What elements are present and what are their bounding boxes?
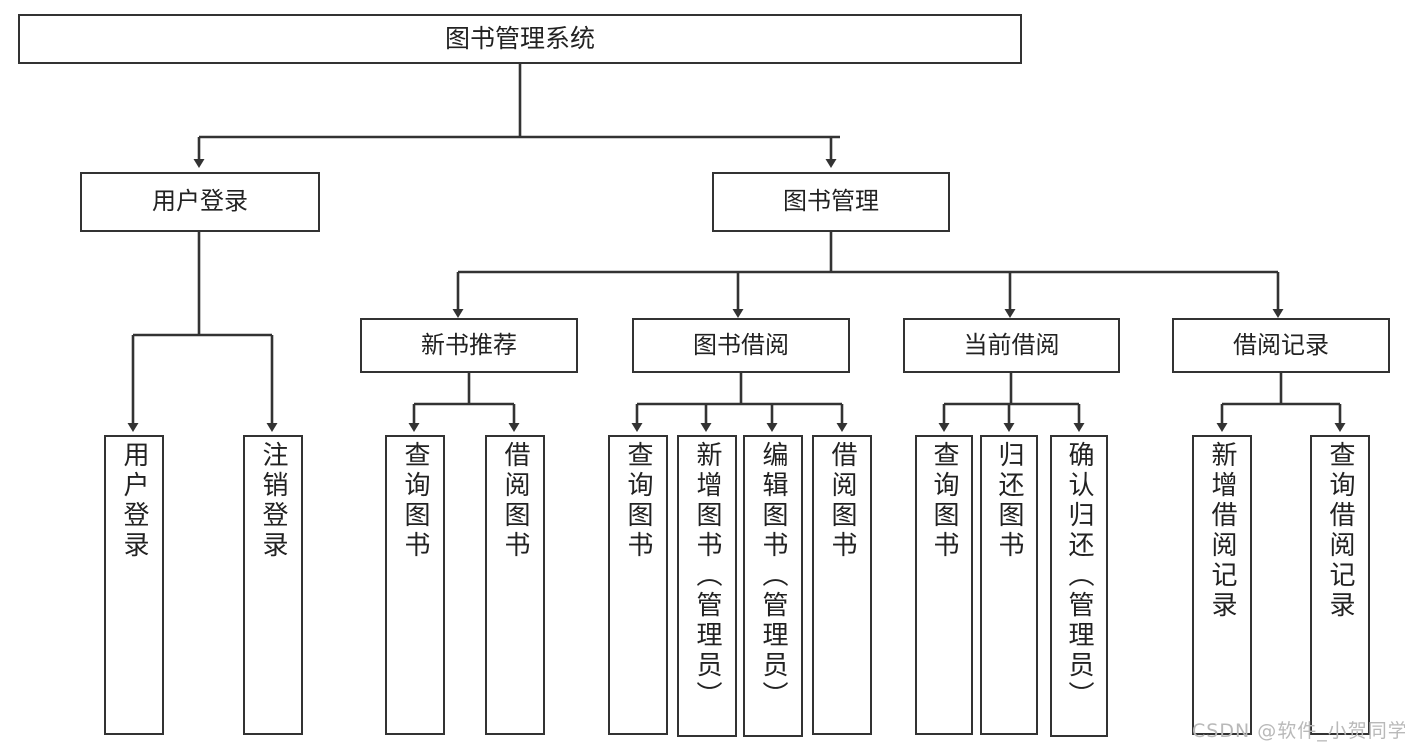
leaf-record-query-record[interactable]: 查询借阅记录 — [1310, 435, 1370, 735]
node-label: 查询图书 — [929, 441, 959, 561]
leaf-user-login[interactable]: 用户登录 — [104, 435, 164, 735]
node-label: 图书管理系统 — [444, 23, 595, 53]
node-label: 查询图书 — [623, 441, 653, 561]
node-label: 借阅记录 — [1233, 330, 1329, 359]
node-book-management[interactable]: 图书管理 — [712, 172, 950, 232]
leaf-current-confirm-return-admin[interactable]: 确认归还（管理员） — [1050, 435, 1108, 737]
node-label: 当前借阅 — [963, 330, 1060, 359]
node-user-login[interactable]: 用户登录 — [80, 172, 320, 232]
node-label: 图书管理 — [783, 187, 879, 216]
node-label: 编辑图书（管理员） — [758, 441, 788, 711]
node-label: 图书借阅 — [693, 330, 789, 359]
leaf-borrow-edit-book-admin[interactable]: 编辑图书（管理员） — [743, 435, 803, 737]
node-label: 新书推荐 — [421, 330, 517, 359]
leaf-borrow-borrow-book[interactable]: 借阅图书 — [812, 435, 872, 735]
node-borrow-record[interactable]: 借阅记录 — [1172, 318, 1390, 373]
node-label: 注销登录 — [258, 441, 288, 561]
node-label: 借阅图书 — [500, 441, 530, 561]
node-label: 归还图书 — [994, 441, 1024, 561]
leaf-user-logout[interactable]: 注销登录 — [243, 435, 303, 735]
node-root-system[interactable]: 图书管理系统 — [18, 14, 1022, 64]
leaf-current-return-book[interactable]: 归还图书 — [980, 435, 1038, 735]
csdn-watermark: CSDN @软件_小贺同学 — [1192, 720, 1405, 742]
leaf-current-query-book[interactable]: 查询图书 — [915, 435, 973, 735]
node-label: 用户登录 — [152, 187, 248, 216]
leaf-recommend-borrow-book[interactable]: 借阅图书 — [485, 435, 545, 735]
leaf-borrow-add-book-admin[interactable]: 新增图书（管理员） — [677, 435, 737, 737]
node-label: 查询借阅记录 — [1325, 441, 1355, 621]
leaf-recommend-query-book[interactable]: 查询图书 — [385, 435, 445, 735]
leaf-borrow-query-book[interactable]: 查询图书 — [608, 435, 668, 735]
node-label: 新增图书（管理员） — [692, 441, 722, 711]
node-label: 查询图书 — [400, 441, 430, 561]
node-label: 新增借阅记录 — [1207, 441, 1237, 621]
leaf-record-add-record[interactable]: 新增借阅记录 — [1192, 435, 1252, 735]
node-book-borrow[interactable]: 图书借阅 — [632, 318, 850, 373]
node-label: 用户登录 — [119, 441, 149, 561]
node-current-borrow[interactable]: 当前借阅 — [903, 318, 1120, 373]
node-label: 确认归还（管理员） — [1064, 441, 1094, 711]
node-new-book-recommend[interactable]: 新书推荐 — [360, 318, 578, 373]
node-label: 借阅图书 — [827, 441, 857, 561]
